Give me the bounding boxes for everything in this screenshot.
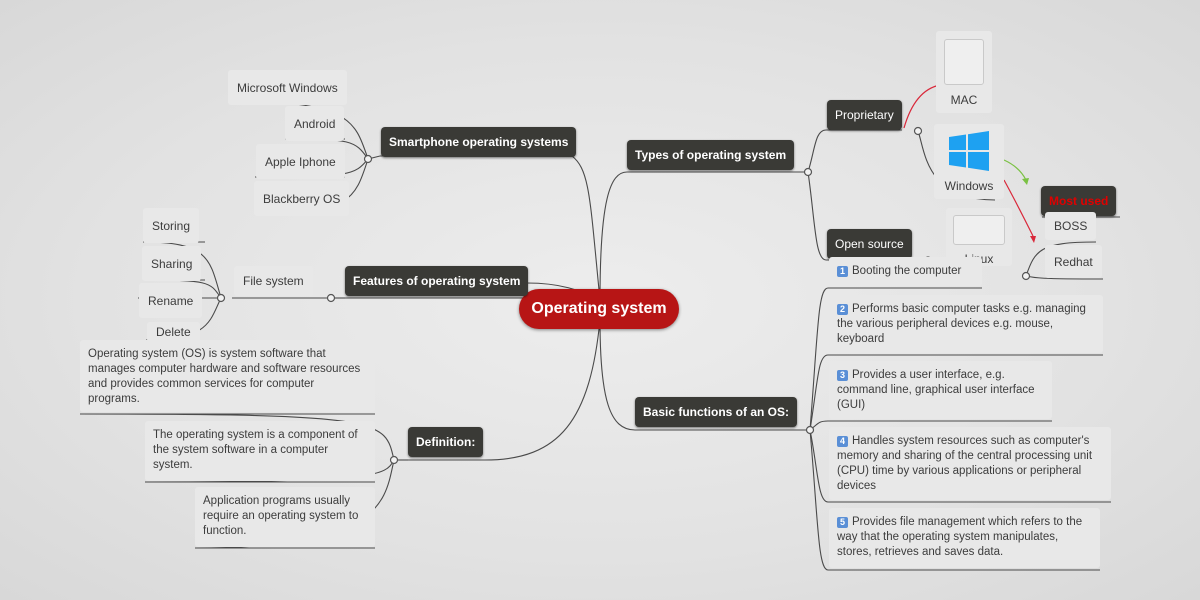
leaf-android[interactable]: Android: [285, 106, 345, 141]
types-node[interactable]: Types of operating system: [627, 140, 795, 170]
function-item-1[interactable]: 1 Booting the computer: [829, 257, 982, 286]
leaf-blackberry-os[interactable]: Blackberry OS: [254, 181, 350, 216]
definition-text-2[interactable]: The operating system is a component of t…: [145, 421, 375, 481]
function-text-3: Provides a user interface, e.g. command …: [837, 369, 1035, 411]
number-4-icon: 4: [837, 436, 848, 447]
most-used-label[interactable]: Most used: [1041, 186, 1117, 216]
number-3-icon: 3: [837, 370, 848, 381]
smartphone-os-node[interactable]: Smartphone operating systems: [381, 127, 577, 157]
leaf-rename[interactable]: Rename: [139, 283, 203, 318]
leaf-delete[interactable]: Delete: [147, 322, 200, 342]
definition-text-3[interactable]: Application programs usually require an …: [195, 487, 375, 547]
leaf-storing[interactable]: Storing: [143, 208, 200, 243]
number-5-icon: 5: [837, 517, 848, 528]
function-text-2: Performs basic computer tasks e.g. manag…: [837, 303, 1086, 345]
number-1-icon: 1: [837, 266, 848, 277]
definition-node[interactable]: Definition:: [408, 427, 484, 457]
broken-image-icon: [953, 215, 1005, 245]
leaf-apple-iphone[interactable]: Apple Iphone: [256, 144, 345, 179]
mac-label: MAC: [950, 93, 978, 107]
definition-text-1[interactable]: Operating system (OS) is system software…: [80, 340, 375, 412]
windows-node[interactable]: Windows: [934, 124, 1004, 199]
windows-label: Windows: [944, 179, 994, 193]
number-2-icon: 2: [837, 304, 848, 315]
leaf-microsoft-windows[interactable]: Microsoft Windows: [228, 70, 347, 105]
leaf-sharing[interactable]: Sharing: [142, 246, 202, 281]
leaf-boss[interactable]: BOSS: [1045, 212, 1097, 240]
features-node[interactable]: Features of operating system: [345, 266, 529, 296]
leaf-file-system[interactable]: File system: [234, 266, 313, 296]
function-text-5: Provides file management which refers to…: [837, 516, 1083, 558]
leaf-redhat[interactable]: Redhat: [1045, 245, 1102, 278]
broken-image-icon: [944, 39, 984, 85]
root-node[interactable]: Operating system: [519, 289, 679, 329]
function-text-4: Handles system resources such as compute…: [837, 435, 1093, 492]
functions-node[interactable]: Basic functions of an OS:: [635, 397, 798, 427]
windows-logo-icon: [949, 131, 989, 171]
function-text-1: Booting the computer: [852, 265, 962, 277]
proprietary-node[interactable]: Proprietary: [827, 100, 902, 130]
open-source-node[interactable]: Open source: [827, 229, 912, 259]
mac-node[interactable]: MAC: [936, 31, 992, 113]
